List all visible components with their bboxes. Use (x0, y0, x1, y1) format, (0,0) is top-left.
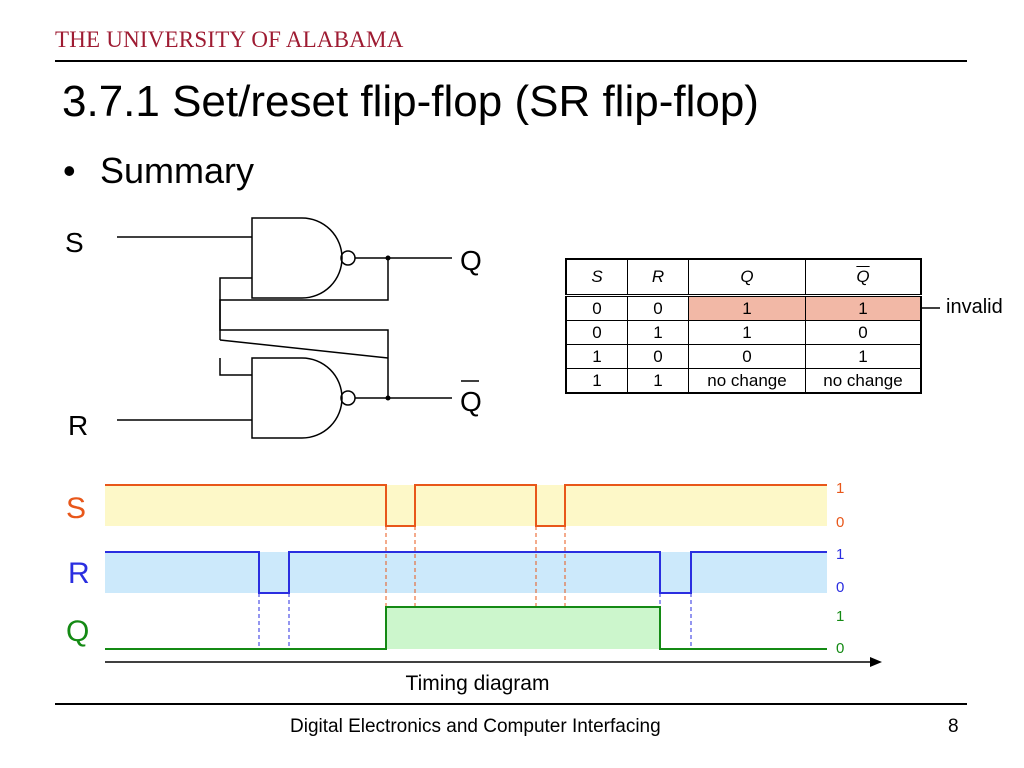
nand-gate-bottom (251, 357, 343, 439)
timing-caption: Timing diagram (405, 672, 550, 695)
cell: 0 (627, 295, 689, 321)
band-s (105, 485, 827, 526)
level-label-s-high: 1 (836, 480, 844, 497)
bullet-summary: Summary (100, 150, 255, 191)
band-q (386, 607, 660, 649)
cell: 0 (565, 295, 628, 321)
table-header-row: S R Q Q (565, 258, 922, 297)
cell: 0 (627, 344, 689, 369)
junction-dot-qbar (385, 395, 391, 401)
cell: 1 (688, 320, 806, 345)
truth-table: S R Q Q 0 0 1 1 0 1 1 0 1 0 0 1 1 1 no c… (565, 258, 922, 394)
table-row: 1 0 0 1 (565, 344, 922, 369)
cell: 1 (565, 368, 628, 394)
header-r: R (627, 258, 689, 297)
footer-divider (55, 703, 967, 705)
waveform-q (105, 606, 827, 650)
level-label-s-low: 0 (836, 514, 844, 531)
input-label-s: S (65, 227, 84, 258)
wire-top-in (219, 277, 252, 300)
header-qbar: Q (805, 258, 922, 297)
header-q: Q (688, 258, 806, 297)
wire-q-feedback (219, 258, 389, 340)
nand-gate-top (251, 217, 343, 299)
time-axis-arrowhead (870, 657, 882, 667)
level-label-r-high: 1 (836, 546, 844, 563)
signal-label-s: S (66, 492, 86, 525)
signal-label-q: Q (66, 615, 89, 648)
header-divider (55, 60, 967, 62)
band-r (105, 552, 827, 593)
junction-dot-q (385, 255, 391, 261)
timing-diagram: S R Q 1 0 1 0 1 0 (66, 480, 882, 667)
cell: 1 (627, 320, 689, 345)
level-label-q-low: 0 (836, 640, 844, 657)
cell-highlighted: 1 (688, 295, 806, 321)
output-label-qbar: Q (460, 386, 482, 417)
table-row: 0 1 1 0 (565, 320, 922, 345)
nand-bubble-top (340, 250, 356, 266)
cell: 1 (627, 368, 689, 394)
wire-bottom-in (219, 358, 252, 376)
page-number: 8 (948, 716, 959, 737)
sr-latch-circuit (117, 217, 452, 439)
cell-highlighted: 1 (805, 295, 922, 321)
bullet-marker: • (63, 150, 76, 191)
cell: no change (805, 368, 922, 394)
slide-title: 3.7.1 Set/reset flip-flop (SR flip-flop) (62, 77, 759, 126)
waveform-s (105, 484, 827, 527)
waveform-r (105, 551, 827, 594)
wire-qbar-feedback (219, 300, 389, 398)
cell: 0 (565, 320, 628, 345)
table-row: 0 0 1 1 (565, 295, 922, 321)
input-label-r: R (68, 410, 88, 441)
university-logo-text: THE UNIVERSITY OF ALABAMA (55, 27, 404, 52)
table-row: 1 1 no change no change (565, 368, 922, 394)
nand-bubble-bottom (340, 390, 356, 406)
level-label-r-low: 0 (836, 579, 844, 596)
wire-cross-to-bottom (219, 339, 389, 359)
level-label-q-high: 1 (836, 608, 844, 625)
output-label-q: Q (460, 245, 482, 276)
invalid-annotation: invalid (946, 296, 1003, 318)
cell: 0 (805, 320, 922, 345)
header-s: S (565, 258, 628, 297)
cell: 1 (565, 344, 628, 369)
signal-label-r: R (68, 557, 90, 590)
cell: no change (688, 368, 806, 394)
footer-course: Digital Electronics and Computer Interfa… (290, 716, 661, 737)
cell: 1 (805, 344, 922, 369)
cell: 0 (688, 344, 806, 369)
